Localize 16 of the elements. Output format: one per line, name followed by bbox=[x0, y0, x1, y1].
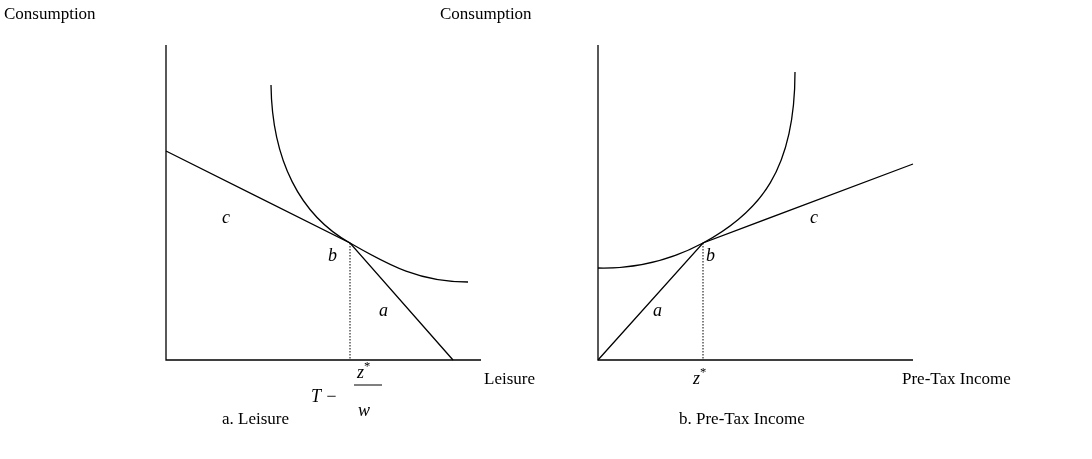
point-label: b bbox=[328, 246, 337, 264]
segment-label: a bbox=[653, 301, 662, 319]
panel-caption: b. Pre-Tax Income bbox=[679, 410, 805, 427]
tick-label: w bbox=[358, 401, 370, 419]
axis-label: Pre-Tax Income bbox=[902, 370, 1011, 387]
axis-label: Consumption bbox=[440, 5, 532, 22]
segment-label: a bbox=[379, 301, 388, 319]
point-label: b bbox=[706, 246, 715, 264]
tick-label: z$^{*}$ bbox=[357, 360, 371, 381]
panel-caption: a. Leisure bbox=[222, 410, 290, 427]
segment-label: c bbox=[810, 208, 818, 226]
axis-label: Leisure bbox=[484, 370, 535, 387]
tick-label: z$^{*}$ bbox=[693, 366, 707, 387]
tick-label: T − bbox=[311, 387, 338, 405]
segment-label: c bbox=[222, 208, 230, 226]
axis-label: Consumption bbox=[4, 5, 96, 22]
